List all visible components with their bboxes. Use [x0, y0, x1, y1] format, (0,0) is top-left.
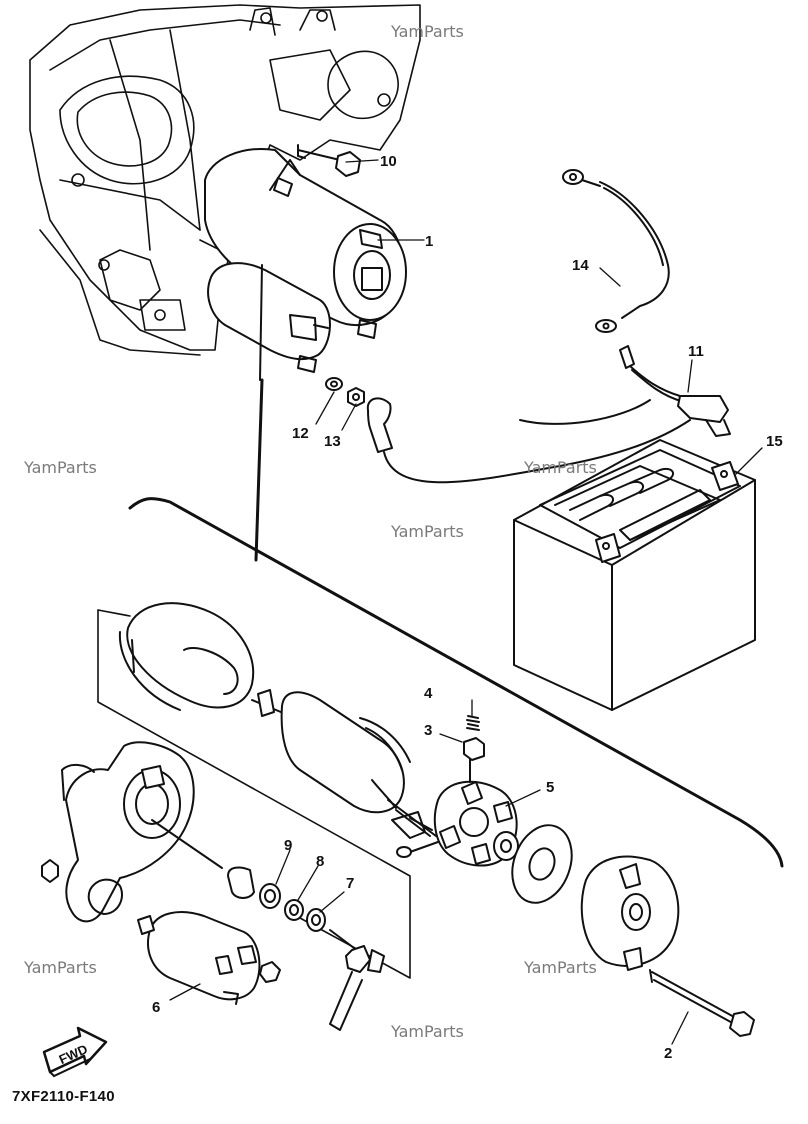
bushing: [227, 866, 255, 899]
diagram-code: 7XF2110-F140: [12, 1088, 115, 1105]
exploded-view-bracket: [128, 497, 784, 868]
callout-6: 6: [152, 999, 160, 1016]
callout-14: 14: [572, 257, 589, 274]
washer-7: [306, 908, 326, 932]
leader-line-assembly: [254, 378, 264, 562]
callout-3: 3: [424, 722, 432, 739]
bolt-10: [297, 144, 361, 177]
watermark: YamParts: [391, 1022, 464, 1041]
circlip-8: [284, 899, 304, 921]
starter-motor-assembled: [204, 148, 407, 381]
callout-7: 7: [346, 875, 354, 892]
watermark: YamParts: [524, 458, 597, 477]
watermark: YamParts: [391, 22, 464, 41]
ground-cable-14: [562, 169, 670, 333]
watermark: YamParts: [24, 958, 97, 977]
callout-15: 15: [766, 433, 783, 450]
solenoid-6: [137, 911, 281, 1005]
callout-numbers: 1 2 3 4 5 6 7 8 9 10 11 12 13 14 15: [152, 153, 783, 1062]
yoke-housing: [118, 602, 255, 711]
callout-10: 10: [380, 153, 397, 170]
callout-9: 9: [284, 837, 292, 854]
callout-8: 8: [316, 853, 324, 870]
fwd-arrow-icon: FWD: [42, 1026, 108, 1078]
leader-lines: [169, 159, 763, 1045]
callout-12: 12: [292, 425, 309, 442]
watermark: YamParts: [24, 458, 97, 477]
brush-3: [463, 737, 485, 761]
plunger-lever: [329, 929, 385, 1031]
bolt-2: [649, 969, 755, 1037]
bearing: [493, 831, 519, 861]
cable-cap: [366, 397, 393, 453]
armature: [251, 689, 437, 839]
washer: [511, 824, 573, 904]
nut-13: [347, 387, 365, 407]
callout-2: 2: [664, 1045, 672, 1062]
rear-cover: [580, 855, 680, 971]
engine-crankcase: [29, 4, 421, 356]
front-housing: [61, 741, 223, 923]
callout-11: 11: [688, 343, 704, 360]
callout-4: 4: [424, 685, 433, 702]
callout-5: 5: [546, 779, 554, 796]
battery-15: [513, 439, 756, 711]
watermark: YamParts: [524, 958, 597, 977]
brush-spring-4: [466, 715, 480, 731]
watermark: YamParts: [391, 522, 464, 541]
callout-13: 13: [324, 433, 341, 450]
starter-cable: [383, 419, 691, 484]
nut-12: [325, 377, 343, 391]
callout-1: 1: [425, 233, 433, 250]
oil-seal-9: [259, 883, 281, 909]
housing-nut: [41, 859, 59, 883]
fuse-holder-11: [519, 345, 731, 437]
